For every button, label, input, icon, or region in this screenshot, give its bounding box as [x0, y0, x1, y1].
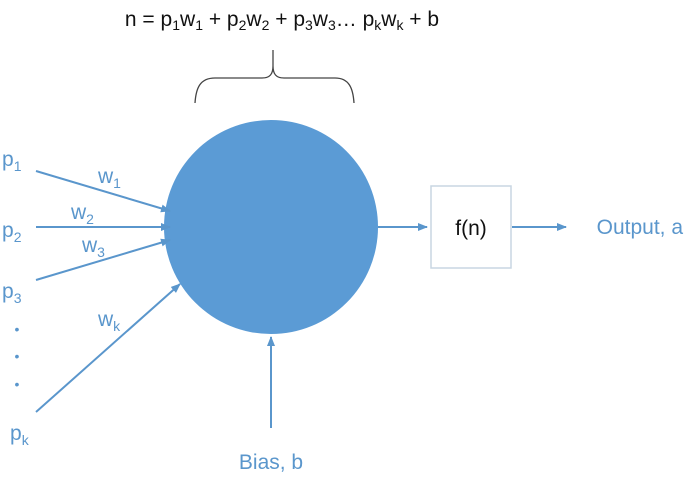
input-arrow-pk	[35, 283, 181, 413]
input-label-p1: p1	[2, 148, 22, 174]
weight-label-w3: w3	[81, 234, 105, 260]
weight-label-wk: wk	[97, 308, 121, 334]
input-label-p2: p2	[2, 219, 22, 245]
summation-brace	[194, 50, 355, 104]
bias-label: Bias, b	[239, 451, 303, 474]
ellipsis-dot: •	[15, 321, 20, 337]
formula: n = p1w1 + p2w2 + p3w3… pkwk + b	[125, 8, 439, 33]
input-label-p3: p3	[2, 280, 22, 306]
neuron-body	[164, 120, 378, 334]
weight-label-w2: w2	[70, 201, 94, 227]
ellipsis-dot: •	[15, 376, 20, 392]
input-label-pk: pk	[10, 422, 30, 448]
activation-box	[430, 185, 512, 269]
input-arrow-p3	[35, 238, 171, 281]
input-arrow-p1	[35, 170, 171, 213]
weight-label-w1: w1	[97, 165, 121, 191]
output-label: Output, a	[597, 216, 684, 239]
activation-label: f(n)	[455, 217, 487, 240]
ellipsis-dot: •	[15, 348, 20, 364]
